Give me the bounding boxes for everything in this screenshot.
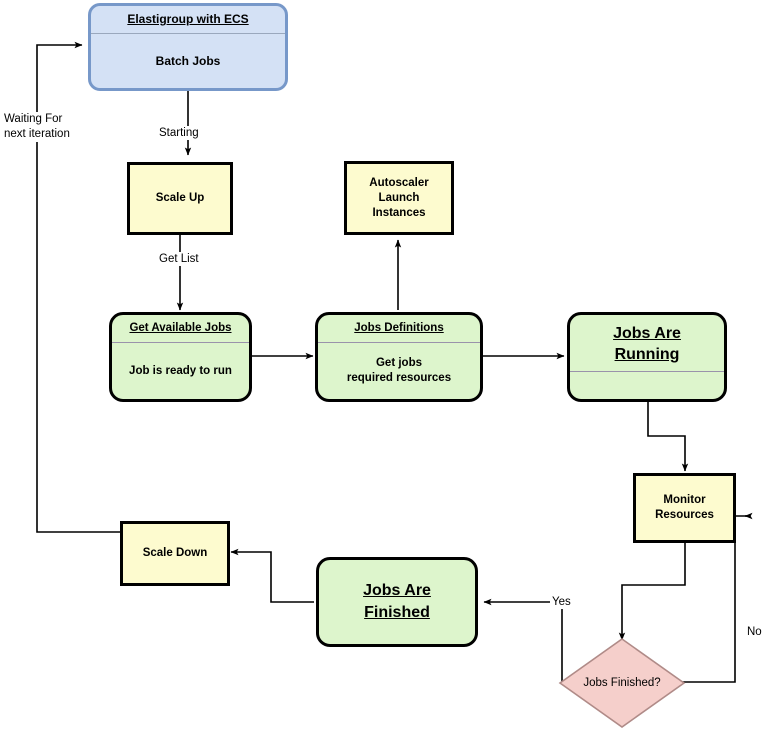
waiting-line-1: Waiting For	[4, 113, 63, 125]
autoscaler-line-1: Autoscaler	[369, 176, 429, 189]
node-jobs-are-running[interactable]: Jobs Are Running	[567, 312, 727, 402]
jobs-are-running-line-1: Jobs Are	[613, 325, 681, 342]
edge-monitor-resources-to-decision	[618, 543, 686, 641]
get-available-jobs-divider	[112, 342, 249, 343]
elastigroup-divider	[91, 33, 285, 34]
monitor-resources-line-2: Resources	[655, 509, 714, 521]
scale-up-label: Scale Up	[155, 192, 205, 204]
node-autoscaler-launch-instances[interactable]: Autoscaler Launch Instances	[344, 161, 454, 235]
edge-label-yes: Yes	[550, 595, 573, 609]
jobs-definitions-divider	[318, 342, 480, 343]
edge-decision-yes-to-jobs-are-finished	[483, 598, 563, 682]
jobs-are-finished-line-1: Jobs Are	[363, 582, 431, 599]
jobs-are-running-body	[570, 372, 724, 399]
node-scale-down[interactable]: Scale Down	[120, 521, 230, 586]
elastigroup-title: Elastigroup with ECS	[127, 12, 249, 26]
get-available-jobs-body: Job is ready to run	[129, 364, 232, 377]
edge-label-waiting-for-next-iteration: Waiting For next iteration	[2, 112, 72, 142]
edge-label-starting: Starting	[157, 126, 201, 140]
node-scale-up[interactable]: Scale Up	[127, 162, 233, 235]
get-available-jobs-title: Get Available Jobs	[129, 322, 232, 334]
waiting-line-2: next iteration	[4, 128, 70, 140]
jobs-are-finished-title: Jobs Are Finished	[319, 580, 475, 624]
elastigroup-body: Batch Jobs	[155, 54, 221, 68]
autoscaler-line-2: Launch	[378, 191, 420, 204]
node-get-available-jobs[interactable]: Get Available Jobs Job is ready to run	[109, 312, 252, 402]
node-jobs-definitions[interactable]: Jobs Definitions Get jobs required resou…	[315, 312, 483, 402]
diamond-shape	[558, 638, 686, 728]
monitor-resources-line-1: Monitor	[663, 494, 706, 506]
edge-scale-down-to-elastigroup	[36, 41, 121, 533]
jobs-finished-decision-label: Jobs Finished?	[583, 677, 661, 689]
edge-jobs-are-running-to-monitor-resources	[647, 402, 689, 472]
node-monitor-resources[interactable]: Monitor Resources	[633, 473, 736, 543]
edge-decision-no-to-monitor-resources	[681, 515, 750, 683]
jobs-definitions-line-1: Get jobs	[375, 357, 422, 369]
autoscaler-line-3: Instances	[372, 206, 426, 219]
autoscaler-label: Autoscaler Launch Instances	[347, 176, 451, 221]
edge-jobs-are-finished-to-scale-down	[230, 548, 314, 603]
edge-label-get-list: Get List	[157, 252, 201, 266]
scale-down-label: Scale Down	[142, 547, 208, 559]
jobs-are-running-divider	[570, 371, 724, 372]
jobs-definitions-body: Get jobs required resources	[318, 343, 480, 399]
jobs-are-finished-line-2: Finished	[364, 604, 430, 621]
jobs-are-running-title: Jobs Are Running	[570, 315, 724, 365]
monitor-resources-label: Monitor Resources	[636, 493, 733, 523]
node-elastigroup-with-ecs[interactable]: Elastigroup with ECS Batch Jobs	[88, 3, 288, 91]
jobs-definitions-title: Jobs Definitions	[354, 322, 444, 334]
jobs-definitions-line-2: required resources	[346, 372, 452, 384]
node-jobs-finished-decision[interactable]: Jobs Finished?	[558, 637, 686, 729]
jobs-are-running-line-2: Running	[614, 346, 680, 363]
edge-label-no: No	[745, 625, 764, 639]
node-jobs-are-finished[interactable]: Jobs Are Finished	[316, 557, 478, 647]
